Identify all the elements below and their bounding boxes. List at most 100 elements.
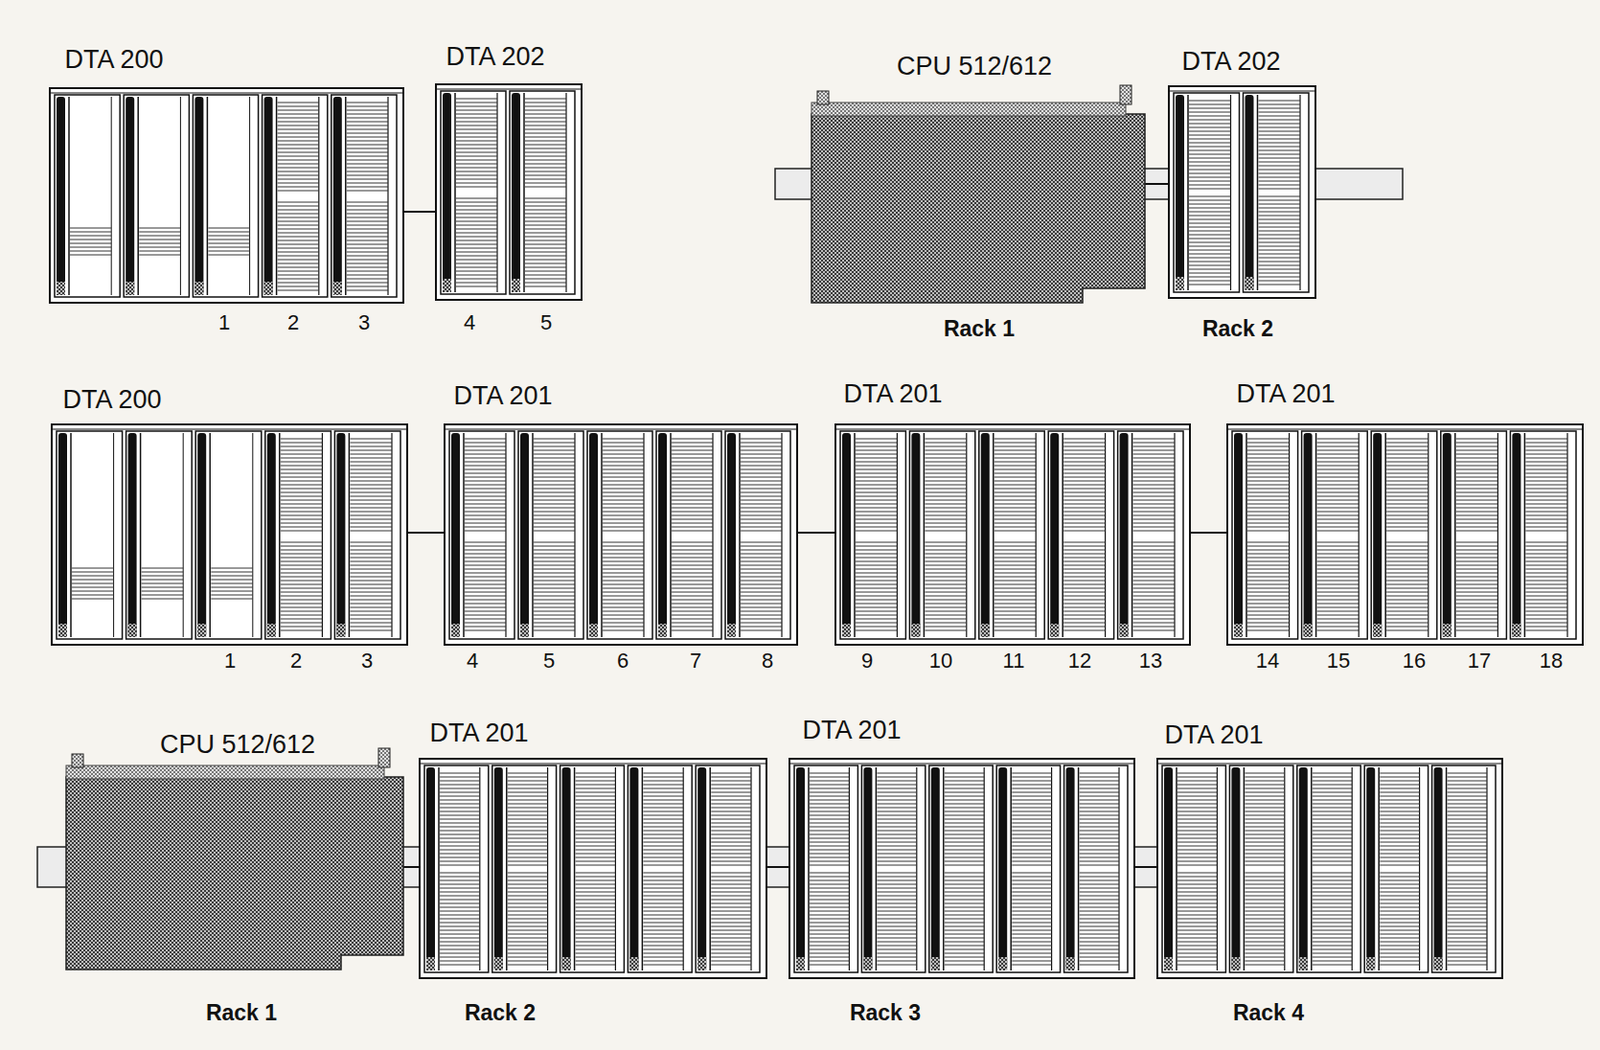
terminal-line <box>1386 615 1429 617</box>
terminal-line <box>1317 477 1360 479</box>
terminal-line <box>533 607 575 609</box>
terminal-line <box>464 549 506 551</box>
terminal-line <box>456 179 498 181</box>
module-foot <box>125 281 135 296</box>
terminal-line <box>349 530 392 532</box>
terminal-line <box>642 857 684 859</box>
terminal-line <box>1317 626 1360 628</box>
terminal-line <box>1247 442 1290 444</box>
terminal-line <box>533 530 575 532</box>
module-edge <box>1566 433 1568 638</box>
terminal-line <box>944 899 984 901</box>
terminal-line <box>1079 872 1120 874</box>
terminal-line <box>1247 622 1290 624</box>
terminal-line <box>439 865 480 867</box>
terminal-line <box>855 469 897 471</box>
terminal-line <box>464 511 506 513</box>
terminal-line <box>464 526 506 528</box>
terminal-line <box>876 934 916 936</box>
terminal-line <box>710 888 752 890</box>
rack-connector <box>1190 531 1227 534</box>
terminal-line <box>671 626 713 628</box>
terminal-line <box>349 622 392 624</box>
terminal-line <box>1386 500 1429 502</box>
terminal-line <box>1177 922 1217 924</box>
rack-frame <box>445 429 797 431</box>
terminal-line <box>924 618 966 620</box>
terminal-line <box>464 569 506 571</box>
terminal-line <box>456 148 498 150</box>
rack-drawing <box>834 423 1191 646</box>
terminal-line <box>277 244 320 246</box>
terminal-line <box>1063 607 1105 609</box>
terminal-line <box>69 247 112 249</box>
terminal-line <box>1079 830 1120 832</box>
terminal-line <box>994 546 1036 548</box>
terminal-line <box>346 274 389 276</box>
terminal-line <box>855 572 897 574</box>
terminal-line <box>439 807 480 809</box>
io-module <box>262 94 328 298</box>
terminal-line <box>1317 622 1360 624</box>
terminal-line <box>507 937 549 939</box>
terminal-line <box>1317 615 1360 617</box>
terminal-line <box>575 773 617 775</box>
terminal-line <box>439 884 480 886</box>
terminal-line <box>1079 819 1120 821</box>
rack-drawing <box>1167 85 1317 299</box>
terminal-line <box>602 542 644 544</box>
terminal-line <box>710 907 752 909</box>
terminal-line <box>1386 503 1429 505</box>
module-foot <box>796 957 805 971</box>
terminal-line <box>1079 964 1120 966</box>
terminal-line <box>994 576 1036 578</box>
terminal-line <box>602 480 644 482</box>
module-bar <box>1303 433 1313 638</box>
terminal-line <box>1317 565 1360 567</box>
terminal-line <box>1079 849 1120 851</box>
module-edge <box>1216 767 1218 971</box>
terminal-line <box>602 500 644 502</box>
terminal-line <box>533 561 575 563</box>
terminal-line <box>1386 507 1429 509</box>
terminal-line <box>1386 488 1429 490</box>
terminal-line <box>602 454 644 456</box>
terminal-line <box>1133 576 1175 578</box>
terminal-line <box>924 549 966 551</box>
terminal-line <box>349 576 392 578</box>
terminal-line <box>994 549 1036 551</box>
module-edge <box>683 767 685 971</box>
terminal-line <box>464 465 506 467</box>
terminal-line <box>1258 158 1302 160</box>
terminal-line <box>280 584 323 586</box>
terminal-line <box>602 530 644 532</box>
terminal-line <box>464 626 506 628</box>
module-type: CPU 512/612 <box>896 53 1052 80</box>
terminal-line <box>1079 792 1120 794</box>
terminal-line <box>1011 773 1052 775</box>
terminal-line <box>1456 511 1499 513</box>
terminal-line <box>1456 461 1499 463</box>
terminal-line <box>809 807 849 809</box>
terminal-line <box>280 511 323 513</box>
terminal-line <box>1177 784 1217 786</box>
terminal-line <box>1063 457 1105 459</box>
terminal-line <box>533 469 575 471</box>
terminal-line <box>602 618 644 620</box>
terminal-line <box>1456 557 1499 559</box>
terminal-line <box>740 553 782 555</box>
terminal-line <box>1188 142 1232 144</box>
terminal-line <box>924 588 966 590</box>
terminal-line <box>642 811 684 813</box>
terminal-line <box>1079 895 1120 897</box>
terminal-line <box>1525 515 1568 517</box>
terminal-line <box>642 930 684 932</box>
terminal-line <box>809 930 849 932</box>
terminal-line <box>1258 142 1302 144</box>
terminal-line <box>1011 876 1052 878</box>
terminal-line <box>280 588 323 590</box>
terminal-line <box>280 477 323 479</box>
terminal-line <box>277 274 320 276</box>
terminal-line <box>1317 603 1360 605</box>
module-edge <box>1358 433 1360 638</box>
